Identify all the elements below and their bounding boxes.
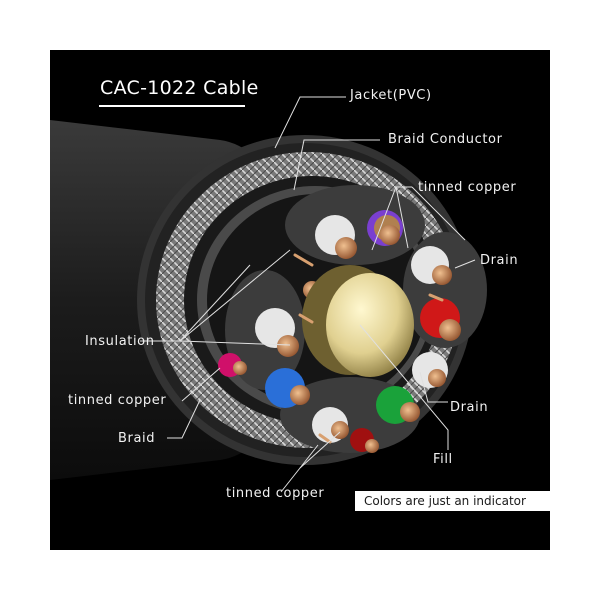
leader-lines — [140, 96, 476, 493]
label-tinned-copper-bottom: tinned copper — [226, 486, 325, 501]
label-fill: Fill — [433, 452, 453, 467]
cable-title: CAC-1022 Cable — [100, 77, 259, 99]
fill-core-face — [326, 273, 414, 377]
label-jacket: Jacket(PVC) — [350, 88, 432, 103]
label-tinned-copper-left: tinned copper — [68, 393, 167, 408]
label-braid-conductor: Braid Conductor — [388, 132, 503, 147]
label-drain-bottom: Drain — [450, 400, 489, 415]
drain-wires — [293, 253, 444, 444]
label-drain-right: Drain — [480, 253, 519, 268]
label-braid: Braid — [118, 431, 156, 446]
label-insulation: Insulation — [85, 334, 155, 349]
cable-diagram: CAC-1022 Cable Jacket(PVC) Braid Conduct… — [50, 50, 550, 550]
color-disclaimer-note: Colors are just an indicator — [355, 491, 550, 511]
cable-illustration — [50, 96, 487, 493]
label-tinned-copper-top: tinned copper — [418, 180, 517, 195]
title-underline — [99, 105, 245, 107]
copper-conductors — [233, 225, 461, 453]
